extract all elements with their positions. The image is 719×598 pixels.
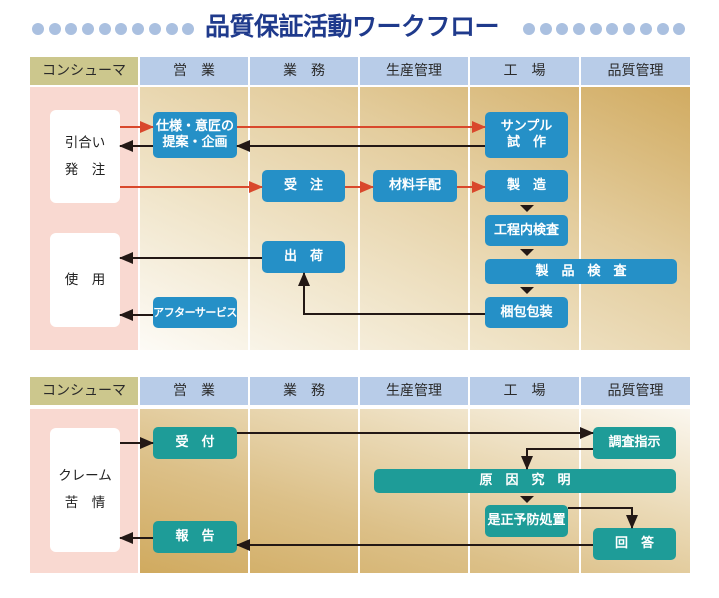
flow1-header-production-mgmt: 生産管理 xyxy=(360,57,468,85)
title-dot xyxy=(623,23,636,35)
lane-divider xyxy=(248,87,250,350)
box-label: クレーム xyxy=(58,468,112,484)
flow1-header-factory: 工 場 xyxy=(470,57,579,85)
title-dot xyxy=(606,23,619,35)
title-dot xyxy=(639,23,652,35)
shipping-box: 出 荷 xyxy=(262,241,345,273)
lane-divider xyxy=(468,87,470,350)
box-label: 試 作 xyxy=(506,135,546,150)
box-label: サンプル xyxy=(500,119,553,134)
box-label: 使 用 xyxy=(64,271,106,288)
title-dot xyxy=(132,23,145,35)
box-label: 梱包包装 xyxy=(500,304,553,320)
lane-divider xyxy=(579,87,581,350)
order-receipt-box: 受 注 xyxy=(262,170,345,202)
title-dot xyxy=(82,23,95,35)
flow1-header-quality-mgmt: 品質管理 xyxy=(581,57,690,85)
title-dot xyxy=(656,23,669,35)
title-dot xyxy=(556,23,569,35)
box-label: 提案・企画 xyxy=(162,135,228,150)
manufacture-box: 製 造 xyxy=(485,170,568,202)
lane-divider xyxy=(248,409,250,573)
box-label: アフターサービス xyxy=(153,305,237,319)
box-label: 製 品 検 査 xyxy=(535,263,627,279)
box-label: 出 荷 xyxy=(283,249,323,264)
box-label: 受 注 xyxy=(283,178,323,193)
box-label: 受 付 xyxy=(175,435,215,450)
flow2-header-production-mgmt: 生産管理 xyxy=(360,377,468,405)
title-dot xyxy=(539,23,552,35)
flow2-header-factory: 工 場 xyxy=(470,377,579,405)
sample-box: サンプル 試 作 xyxy=(485,112,568,158)
box-label: 是正予防処置 xyxy=(487,513,566,528)
proposal-box: 仕様・意匠の 提案・企画 xyxy=(153,112,237,158)
packing-box: 梱包包装 xyxy=(485,297,568,328)
title-banner: 品質保証活動ワークフロー xyxy=(0,8,719,48)
box-label: 報 告 xyxy=(175,529,215,544)
box-label: 回 答 xyxy=(614,536,654,551)
corrective-action-box: 是正予防処置 xyxy=(485,505,568,537)
title-dot xyxy=(589,23,602,35)
box-label: 製 造 xyxy=(506,178,546,193)
investigation-order-box: 調査指示 xyxy=(593,427,676,459)
flow2-header-consumer: コンシューマ xyxy=(30,377,138,405)
reception-box: 受 付 xyxy=(153,427,237,459)
title-dot xyxy=(573,23,586,35)
box-label: 仕様・意匠の xyxy=(155,119,234,134)
box-label: 発 注 xyxy=(64,161,106,178)
material-arrangement-box: 材料手配 xyxy=(373,170,457,202)
box-label: 材料手配 xyxy=(388,178,441,193)
box-label: 原 因 究 明 xyxy=(479,473,571,488)
title-dots-left xyxy=(32,22,195,36)
box-label: 調査指示 xyxy=(608,435,661,450)
title-dot xyxy=(182,23,195,35)
complaint-box: クレーム 苦 情 xyxy=(50,428,120,552)
title-dot xyxy=(98,23,111,35)
title-dot xyxy=(65,23,78,35)
flow2-header-sales: 営 業 xyxy=(140,377,248,405)
flow1-header-sales: 営 業 xyxy=(140,57,248,85)
inquiry-order-box: 引合い 発 注 xyxy=(50,110,120,203)
title-dot xyxy=(523,23,535,35)
product-inspection-box: 製 品 検 査 xyxy=(485,259,677,284)
report-box: 報 告 xyxy=(153,521,237,553)
inprocess-inspection-box: 工程内検査 xyxy=(485,215,568,246)
box-label: 引合い xyxy=(64,134,106,151)
title-dot xyxy=(48,23,61,35)
flow1-header-business: 業 務 xyxy=(250,57,358,85)
title-dot xyxy=(115,23,128,35)
flow2-header-quality-mgmt: 品質管理 xyxy=(581,377,690,405)
lane-divider xyxy=(358,87,360,350)
title-dot xyxy=(165,23,178,35)
title-dots-right xyxy=(523,22,686,36)
root-cause-box: 原 因 究 明 xyxy=(374,469,676,493)
after-service-box: アフターサービス xyxy=(153,297,237,328)
usage-box: 使 用 xyxy=(50,233,120,327)
lane-divider xyxy=(358,409,360,573)
title-dot xyxy=(673,23,686,35)
page-title: 品質保証活動ワークフロー xyxy=(205,12,500,41)
box-label: 苦 情 xyxy=(64,495,106,511)
flow1-header-consumer: コンシューマ xyxy=(30,57,138,85)
title-dot xyxy=(32,23,44,35)
title-dot xyxy=(148,23,161,35)
box-label: 工程内検査 xyxy=(493,222,559,238)
flow2-header-business: 業 務 xyxy=(250,377,358,405)
answer-box: 回 答 xyxy=(593,528,676,560)
